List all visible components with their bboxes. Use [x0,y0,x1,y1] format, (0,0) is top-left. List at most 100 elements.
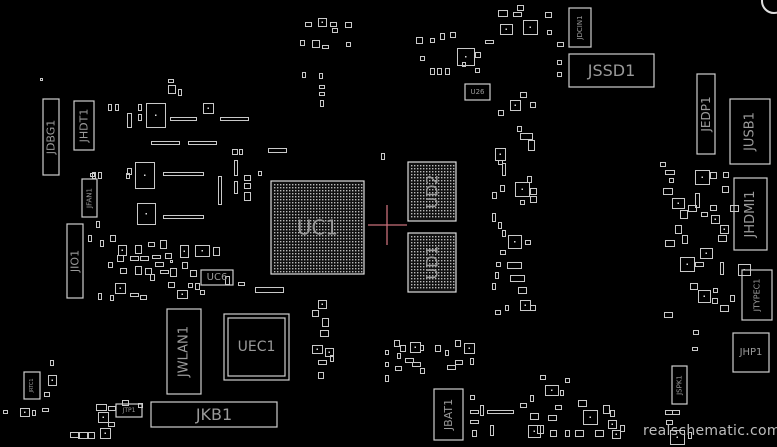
component-jdbg1[interactable]: JDBG1 [42,98,60,176]
smd-component [710,172,717,179]
component-jusb1[interactable]: JUSB1 [729,98,771,165]
component-jspk1[interactable]: JSPK1 [671,365,688,405]
smd-component [665,170,675,175]
smd-component [475,52,481,58]
smd-component [117,255,124,262]
smd-component [560,390,564,396]
smd-component [722,186,729,193]
smd-component [44,392,50,397]
component-jedp1[interactable]: JEDP1 [696,73,716,155]
component-jtp1[interactable]: JTP1 [115,403,143,418]
component-uec1[interactable]: UEC1 [223,313,290,381]
smd-component [669,178,674,183]
smd-component [138,114,142,121]
smd-component [720,305,729,312]
component-jssd1[interactable]: JSSD1 [568,53,655,88]
smd-component [232,149,238,155]
smd-component [682,235,688,244]
smd-component [528,140,535,151]
component-label: U26 [470,88,485,96]
smd-component [155,262,164,267]
component-jfan1[interactable]: JFAN1 [81,178,98,218]
component-outline [568,7,592,48]
component-uc6[interactable]: UC6 [200,269,234,286]
smd-component [32,410,36,416]
component-outline [732,332,770,373]
component-pin1 [524,304,526,306]
smd-component [502,230,506,237]
smd-component [244,183,251,189]
smd-component [530,395,534,402]
smd-component [548,415,557,421]
component-jbat1[interactable]: JBAT1 [433,388,464,441]
smd-component [195,245,210,257]
component-jwlan1[interactable]: JWLAN1 [166,308,202,395]
smd-component [127,113,132,128]
component-jio1[interactable]: JIO1 [66,223,84,299]
smd-component [412,362,421,367]
smd-component [98,412,109,423]
smd-component [395,366,402,371]
smd-component [583,410,598,425]
component-pin1 [145,213,147,215]
smd-component [660,162,666,167]
smd-component [665,240,675,247]
smd-component [188,283,193,288]
component-ud1[interactable]: UD1 [423,245,442,279]
component-pin1 [701,176,703,178]
component-jhdt1[interactable]: JHDT1 [73,100,95,151]
smd-component [218,176,222,205]
component-u26[interactable]: U26 [464,83,491,101]
smd-component [557,72,562,77]
component-jdcin1[interactable]: JDCIN1 [568,7,592,48]
component-jhdmi1[interactable]: JHDMI1 [733,177,768,251]
smd-component [695,170,710,185]
smd-component [498,222,502,229]
smd-component [151,141,180,145]
smd-component [520,200,525,205]
component-pin1 [677,202,679,204]
component-outline [66,223,84,299]
component-jrtc1[interactable]: JRTC1 [23,371,41,400]
smd-component [320,330,329,337]
smd-component [505,305,509,311]
smd-component [445,68,450,75]
component-jkb1[interactable]: JKB1 [150,401,278,428]
smd-component [430,38,435,43]
smd-component [135,266,142,275]
smd-component [160,240,167,249]
smd-component [480,405,484,416]
component-pin1 [514,241,516,243]
smd-component [346,42,351,47]
smd-component [168,282,175,288]
smd-component [492,283,496,290]
smd-component [711,215,720,224]
component-pin1 [207,107,209,109]
smd-component [138,104,142,111]
component-outline [733,177,768,251]
component-label: JHDMI1 [743,191,758,239]
smd-component [115,283,126,294]
smd-component [530,196,537,203]
component-jhp1[interactable]: JHP1 [732,332,770,373]
smd-component [96,404,107,411]
component-ud2[interactable]: UD2 [423,174,442,208]
component-label: JTP1 [122,407,136,414]
smd-component [495,310,501,315]
smd-component [190,270,197,277]
smd-component [108,406,116,411]
smd-component [244,175,251,181]
smd-component [495,272,499,279]
component-uc1[interactable]: UC1 [297,216,338,240]
smd-component [555,405,562,410]
smd-component [713,288,718,293]
component-jtypec1[interactable]: JTYPEC1 [741,269,773,321]
component-pin1 [24,411,26,413]
smd-component [126,173,130,179]
smd-component [557,42,564,47]
smd-component [490,425,494,436]
smd-component [472,430,477,437]
